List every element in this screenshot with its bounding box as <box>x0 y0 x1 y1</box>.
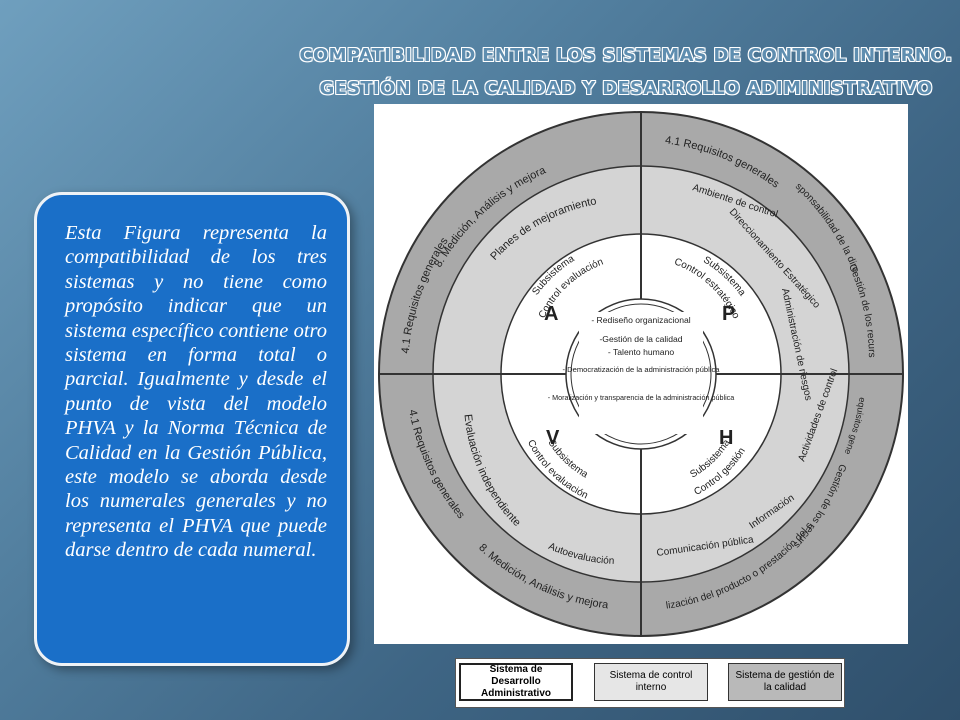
legend-item-gestion-calidad: Sistema de gestión de la calidad <box>728 663 842 701</box>
description-box: Esta Figura representa la compatibilidad… <box>34 192 350 666</box>
quadrant-letter-h: H <box>719 427 733 449</box>
legend: Sistema de Desarrollo Administrativo Sis… <box>455 658 845 708</box>
quadrant-letter-a: A <box>544 303 558 325</box>
legend-item-desarrollo-administrativo: Sistema de Desarrollo Administrativo <box>459 663 573 701</box>
slide-title-line-2: GESTIÓN DE LA CALIDAD Y DESARROLLO ADIMI… <box>319 78 933 99</box>
center-text-bg <box>579 312 703 434</box>
compatibility-diagram: 8. Medición, Análisis y mejora 4.1 Requi… <box>374 104 908 644</box>
quadrant-letter-v: V <box>546 427 560 449</box>
slide-title-line-1: COMPATIBILIDAD ENTRE LOS SISTEMAS DE CON… <box>299 45 953 66</box>
diagram-svg: 8. Medición, Análisis y mejora 4.1 Requi… <box>374 104 904 637</box>
legend-item-control-interno: Sistema de control interno <box>594 663 708 701</box>
center-item-5: - Moralización y transparencia de la adm… <box>548 393 735 402</box>
description-text: Esta Figura representa la compatibilidad… <box>65 222 327 562</box>
center-item-4: - Democratización de la administración p… <box>562 365 720 374</box>
center-item-2: -Gestión de la calidad <box>599 334 682 344</box>
center-item-1: - Rediseño organizacional <box>591 315 690 325</box>
quadrant-letter-p: P <box>722 303 735 325</box>
center-inner-circle <box>570 303 712 445</box>
center-item-3: - Talento humano <box>608 347 674 357</box>
